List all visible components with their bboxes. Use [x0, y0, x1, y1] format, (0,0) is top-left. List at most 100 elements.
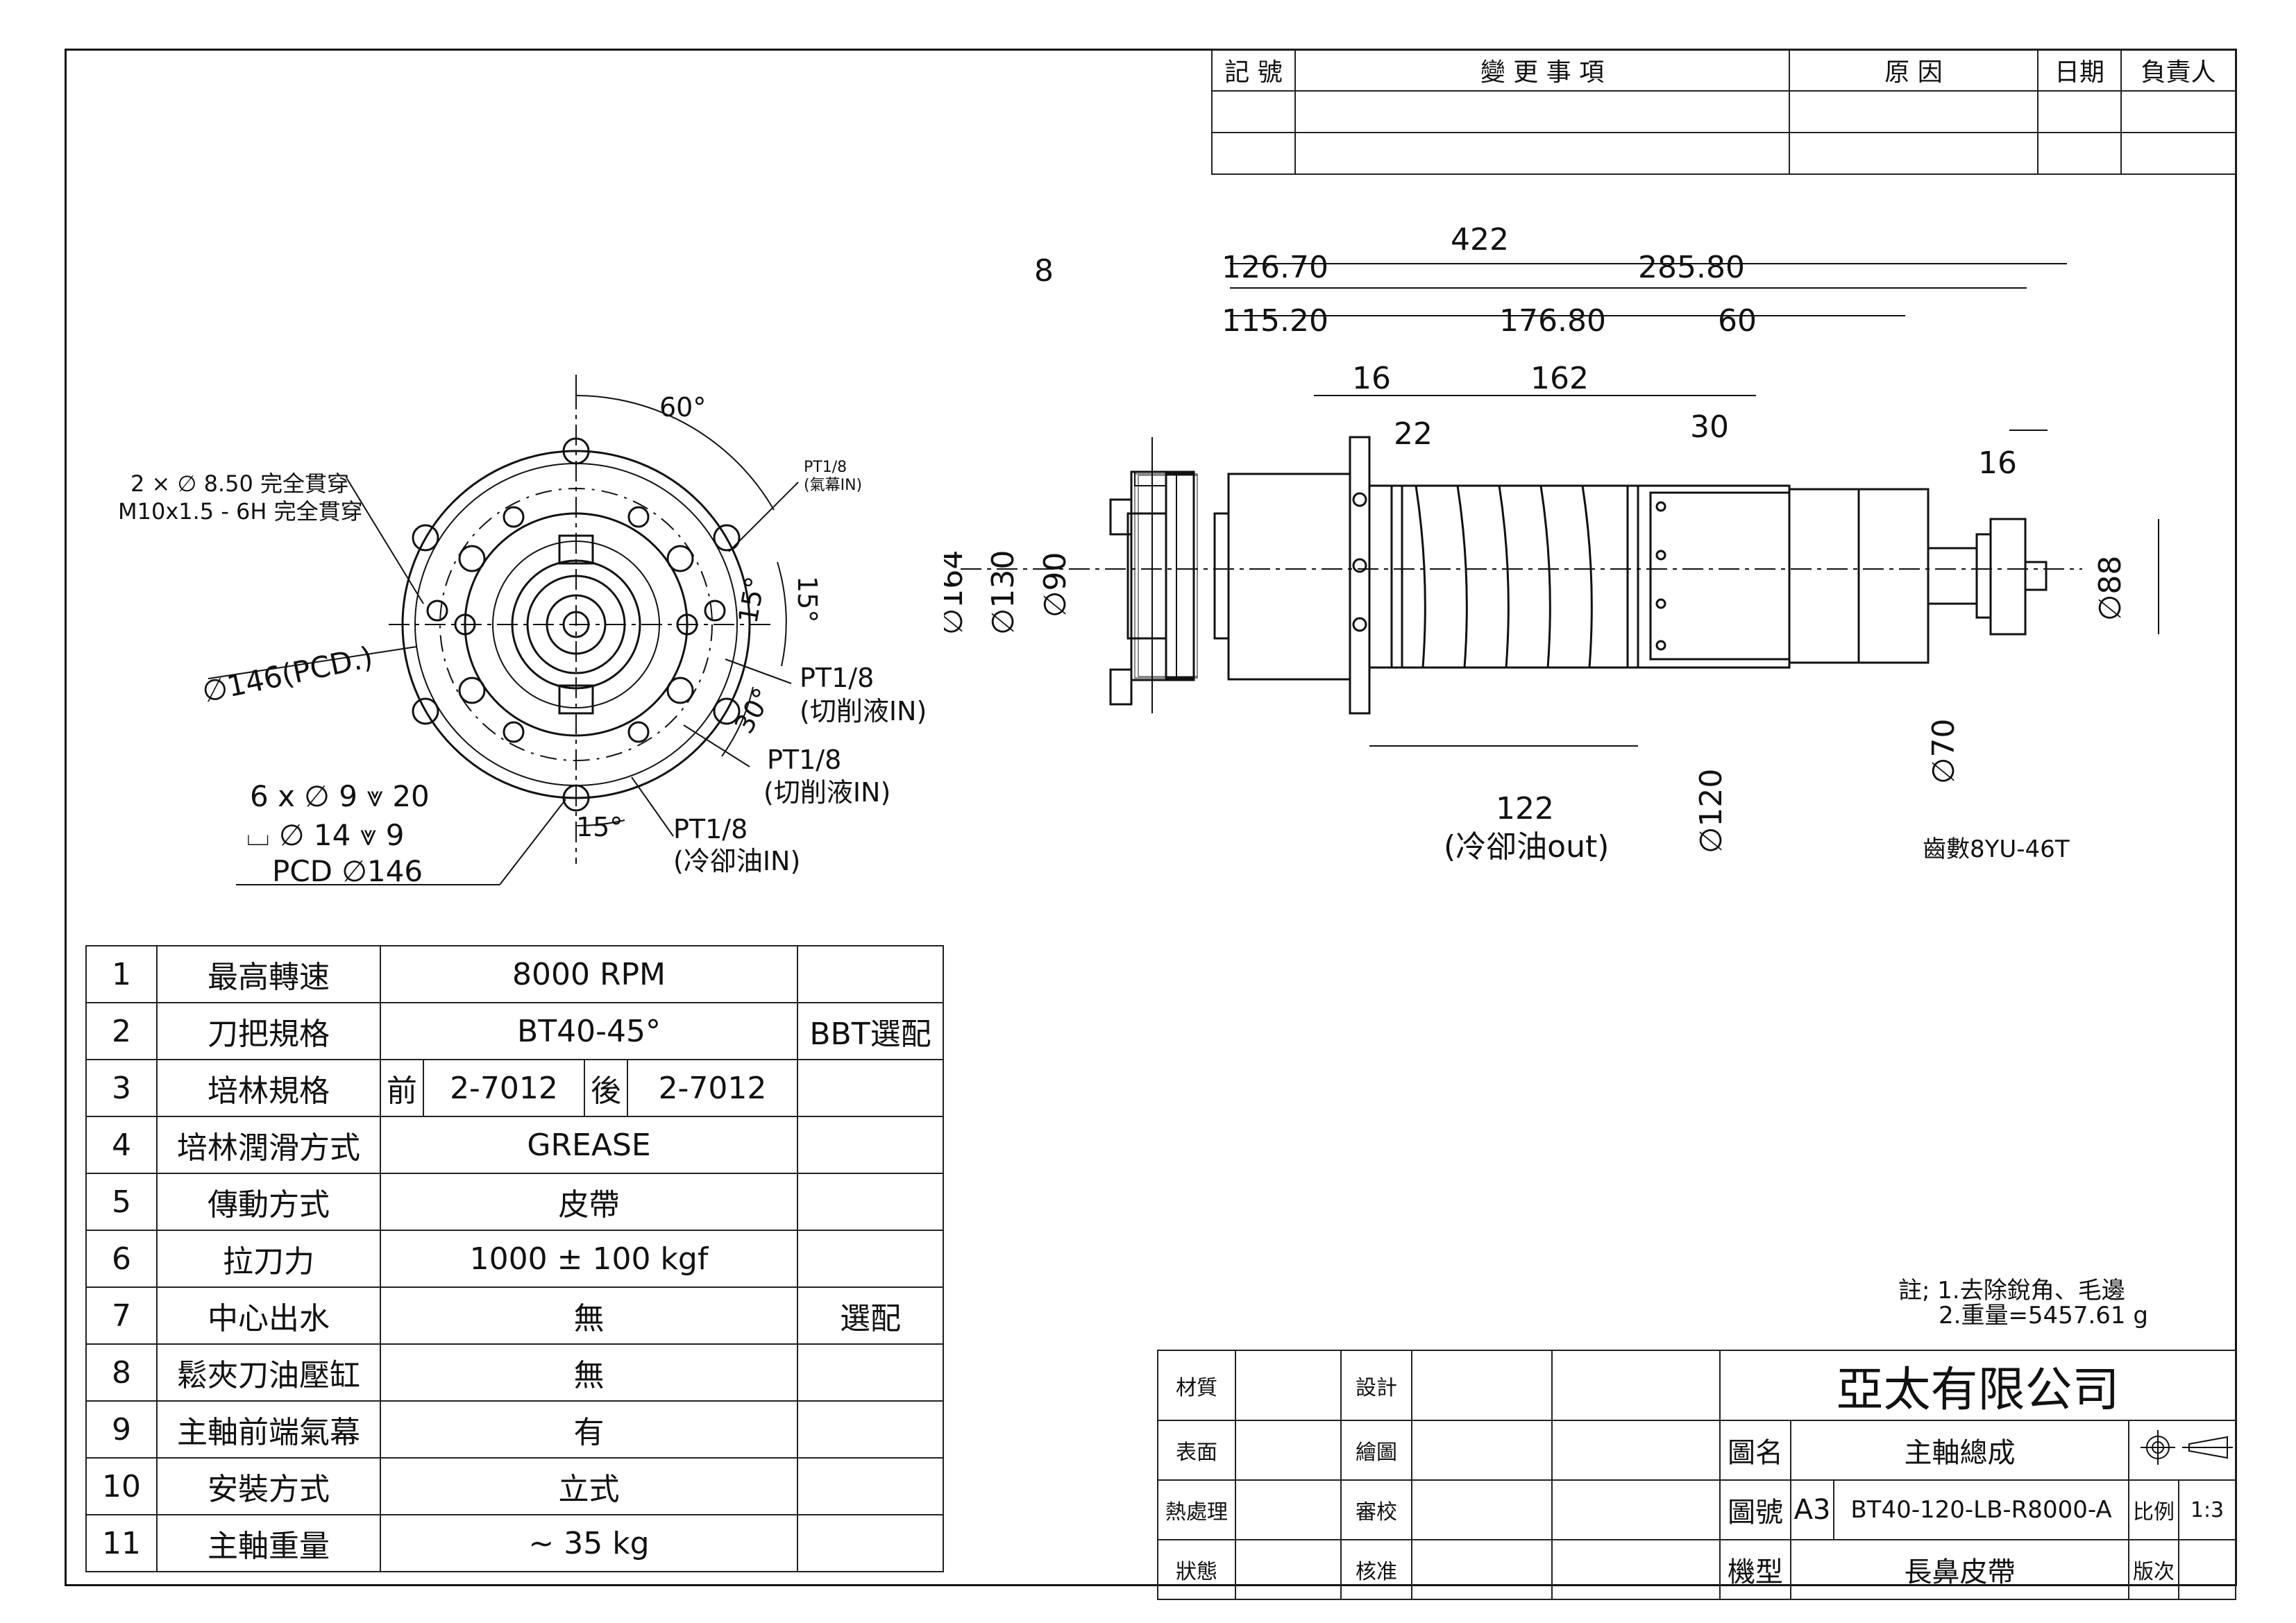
row-front-value: 2-7012	[423, 1059, 585, 1117]
row-value: 立式	[380, 1457, 798, 1515]
pulley-screw	[1655, 550, 1666, 561]
angle-arc-30	[721, 686, 754, 757]
shaft-end	[1989, 518, 2027, 636]
tb-company: 亞太有限公司	[1719, 1350, 2236, 1421]
coolant-groove	[1456, 485, 1468, 668]
row-option	[797, 1230, 944, 1288]
dim-126: 126.70	[1222, 250, 1328, 285]
tb-approve-label: 核准	[1340, 1539, 1412, 1600]
leader-pcd	[208, 646, 417, 679]
row-option	[797, 1059, 944, 1117]
table-row: 4 培林潤滑方式 GREASE	[85, 1116, 944, 1174]
rev-cell	[2037, 132, 2122, 175]
row-no: 2	[85, 1002, 158, 1060]
row-rear-value: 2-7012	[627, 1059, 798, 1117]
rev-header-date: 日期	[2037, 49, 2122, 92]
angle-arc-15	[777, 561, 787, 667]
row-option	[797, 1457, 944, 1515]
row-option	[797, 1343, 944, 1402]
shaft-collar	[1975, 533, 1992, 619]
row-value: BT40-45°	[380, 1002, 798, 1060]
row-no: 1	[85, 945, 158, 1003]
screw	[627, 721, 650, 743]
shaft-key	[2024, 561, 2048, 591]
rear-cap-block	[1126, 512, 1167, 640]
tb-drawing-no: BT40-120-LB-R8000-A	[1833, 1479, 2129, 1540]
label-gear: 齒數8YU-46T	[1923, 835, 2070, 863]
rev-header-change: 變 更 事 項	[1294, 49, 1790, 92]
nose-screw	[666, 545, 694, 572]
nose-screw	[458, 545, 486, 572]
table-row: 7 中心出水 無 選配	[85, 1286, 944, 1345]
tb-version	[2178, 1539, 2236, 1600]
motor-housing	[1227, 473, 1351, 681]
note-line-1: 註; 1.去除銳角、毛邊	[1898, 1277, 2125, 1305]
row-option	[797, 945, 944, 1003]
label-pt-cut2-2: (切削液IN)	[763, 777, 890, 808]
pulley-screw	[1655, 640, 1666, 651]
tb-projection-symbol	[2128, 1420, 2236, 1481]
tb-surface-label: 表面	[1157, 1420, 1236, 1481]
screw	[627, 506, 650, 528]
row-no: 10	[85, 1457, 158, 1515]
table-row: 2 刀把規格 BT40-45° BBT選配	[85, 1002, 944, 1060]
dim-16b: 16	[1978, 445, 2017, 481]
table-row: 1 最高轉速 8000 RPM	[85, 945, 944, 1003]
rev-cell	[1211, 90, 1296, 133]
tb-cell	[1411, 1479, 1553, 1540]
dim-22: 22	[1394, 416, 1433, 452]
row-option	[797, 1514, 944, 1572]
row-option	[797, 1116, 944, 1174]
screw	[503, 721, 525, 743]
tb-cell	[1411, 1420, 1553, 1481]
tb-cell	[1411, 1539, 1553, 1600]
rev-cell	[1789, 132, 2038, 175]
rear-lug	[1109, 668, 1133, 706]
spec-table: 1 最高轉速 8000 RPM 2 刀把規格 BT40-45° BBT選配 3 …	[85, 945, 944, 1572]
rev-cell	[1294, 132, 1790, 175]
leader-cut1	[725, 658, 792, 684]
row-value: 8000 RPM	[380, 945, 798, 1003]
row-value: ~ 35 kg	[380, 1514, 798, 1572]
flange-bolt	[1352, 617, 1367, 632]
leader-holes	[346, 478, 424, 604]
tb-cell	[1411, 1350, 1553, 1421]
rear-step	[1165, 473, 1195, 679]
screw	[503, 506, 525, 528]
rev-header-reason: 原 因	[1789, 49, 2038, 92]
pulley-hub	[1649, 491, 1791, 661]
dim-176: 176.80	[1499, 303, 1606, 339]
label-pt-cool-2: (冷卻油IN)	[673, 846, 800, 876]
tb-scale-label: 比例	[2128, 1479, 2179, 1540]
row-option	[797, 1400, 944, 1459]
row-value: 皮帶	[380, 1173, 798, 1231]
projection-icon	[2141, 1430, 2233, 1465]
through-hole	[426, 600, 448, 622]
flange-bolt	[1352, 492, 1367, 507]
row-name: 主軸重量	[156, 1514, 381, 1572]
tb-draw-label: 繪圖	[1340, 1420, 1412, 1481]
row-option: 選配	[797, 1286, 944, 1345]
tb-name: 主軸總成	[1790, 1420, 2129, 1481]
label-angle-15c: 15°	[576, 812, 623, 842]
tb-cell	[1235, 1479, 1342, 1540]
row-value: 無	[380, 1286, 798, 1345]
label-pt-air-2: (氣幕IN)	[804, 477, 862, 494]
table-row: 5 傳動方式 皮帶	[85, 1173, 944, 1231]
tb-model: 長鼻皮帶	[1790, 1539, 2129, 1600]
through-hole	[704, 600, 726, 622]
dim-16a: 16	[1352, 361, 1391, 396]
dia-70: ∅70	[1926, 719, 1961, 784]
rev-cell	[2120, 90, 2236, 133]
tb-cell	[1551, 1479, 1721, 1540]
row-name: 最高轉速	[156, 945, 381, 1003]
row-value: 無	[380, 1343, 798, 1402]
table-row: 9 主軸前端氣幕 有	[85, 1400, 944, 1459]
pulley-screw	[1655, 501, 1666, 512]
label-angle-60: 60°	[659, 392, 706, 423]
dim-60: 60	[1718, 303, 1757, 339]
rev-cell	[2120, 132, 2236, 175]
label-bolt-2: ⌴ ∅ 14 ⩔ 9	[246, 818, 404, 852]
rear-face	[1213, 512, 1230, 640]
rev-cell	[1211, 132, 1296, 175]
